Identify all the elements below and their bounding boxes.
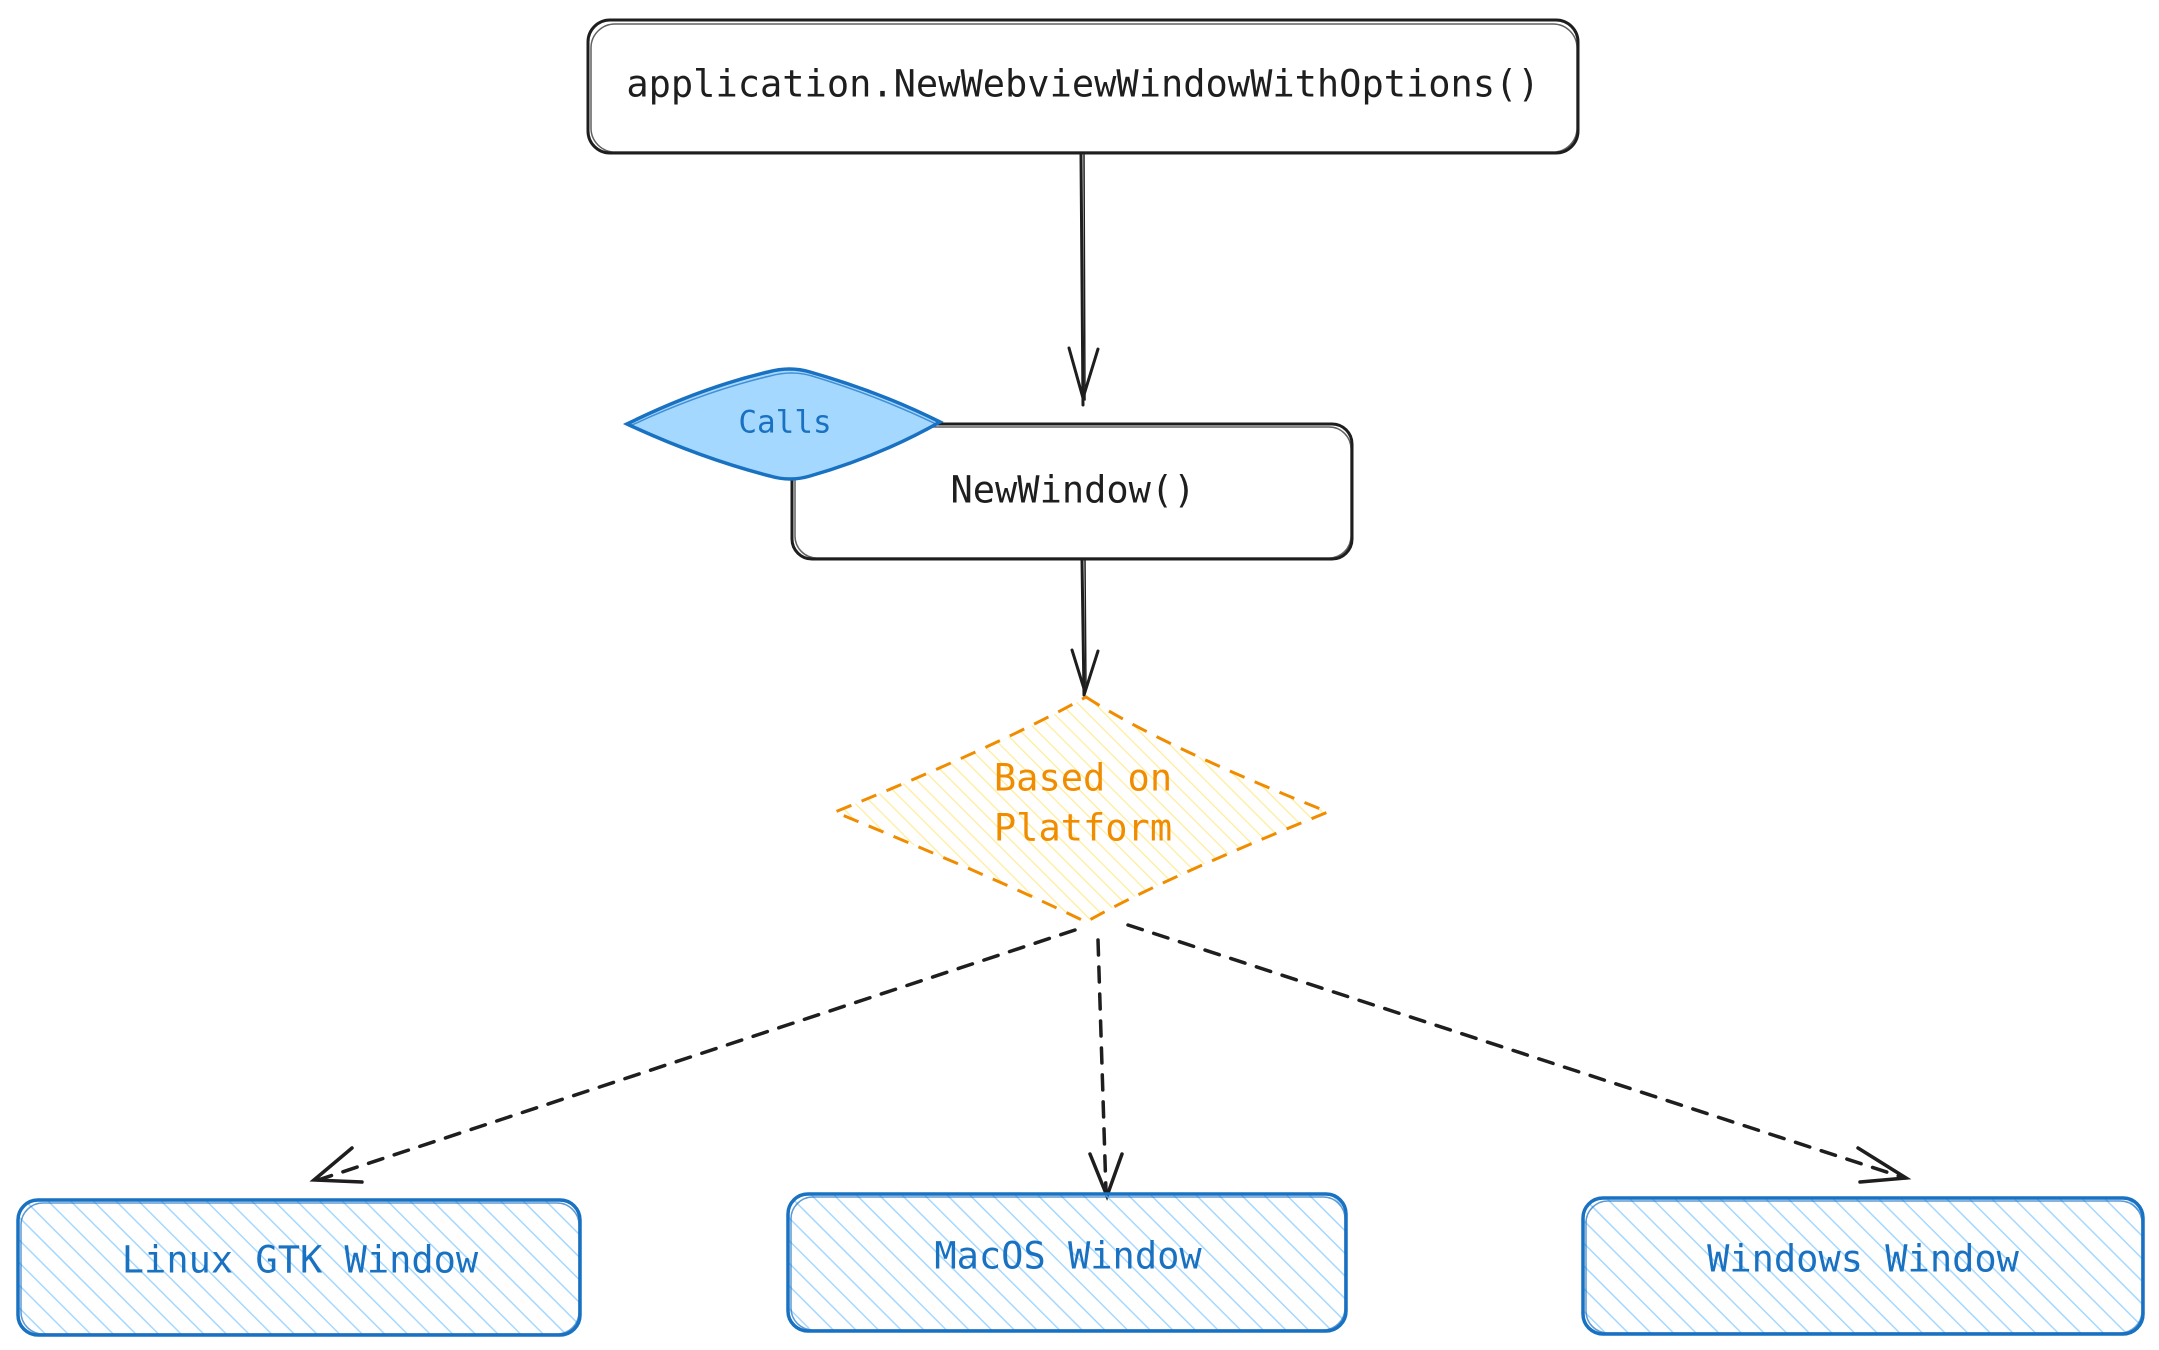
arrow-decision-to-macos xyxy=(1088,938,1124,1201)
arrow-entry-to-newwindow xyxy=(1067,153,1100,407)
entry-node[interactable]: application.NewWebviewWindowWithOptions(… xyxy=(586,18,1580,155)
calls-label: Calls xyxy=(738,405,831,441)
macos-label: MacOS Window xyxy=(934,1235,1202,1278)
linux-gtk-window-node[interactable]: Linux GTK Window xyxy=(16,1198,582,1337)
macos-window-node[interactable]: MacOS Window xyxy=(786,1192,1348,1333)
newwindow-label: NewWindow() xyxy=(950,469,1195,512)
windows-label: Windows Window xyxy=(1707,1238,2020,1281)
newwindow-node[interactable]: NewWindow() xyxy=(790,422,1354,561)
linux-label: Linux GTK Window xyxy=(122,1239,479,1282)
arrow-decision-to-windows xyxy=(1126,923,1912,1184)
calls-badge: Calls xyxy=(622,367,944,481)
windows-window-node[interactable]: Windows Window xyxy=(1581,1196,2145,1336)
platform-decision-node[interactable]: Based on Platform xyxy=(831,695,1333,924)
decision-label-line2: Platform xyxy=(994,807,1172,850)
entry-label: application.NewWebviewWindowWithOptions(… xyxy=(626,63,1539,106)
decision-label-line1: Based on xyxy=(994,757,1172,800)
arrow-decision-to-linux xyxy=(309,928,1077,1184)
arrow-newwindow-to-decision xyxy=(1070,558,1100,698)
